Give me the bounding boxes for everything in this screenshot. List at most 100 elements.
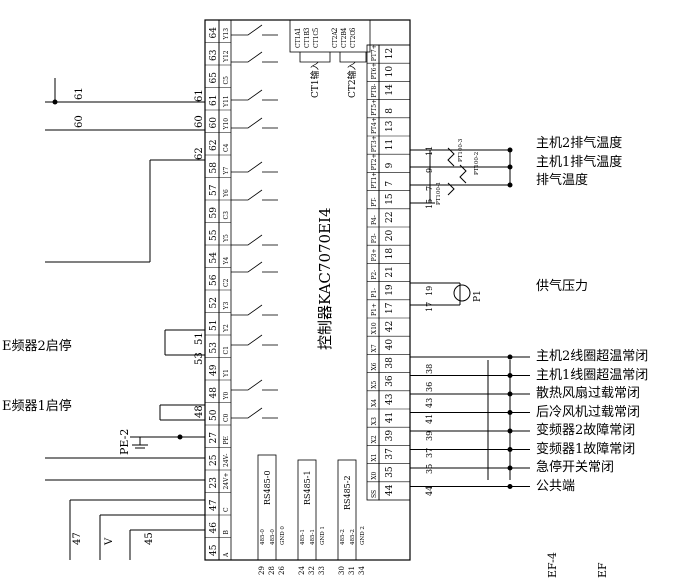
ct1-pin: CT1B	[304, 31, 311, 48]
bottom-terminal-signal: 485-2	[350, 529, 356, 545]
far-right-terminal-number: 17	[425, 302, 434, 312]
right-terminal-number: 35	[385, 466, 395, 478]
right-terminal-signal: X0	[371, 472, 378, 480]
left-terminal-number: 46	[209, 522, 219, 534]
bottom-terminal-signal: GND 2	[360, 526, 366, 545]
left-terminal-number: 58	[209, 162, 219, 174]
right-terminal-number: 15	[385, 193, 395, 205]
ptc-label: PT100-3	[458, 138, 464, 162]
ct2-pin: CT2C	[350, 31, 357, 48]
left-terminal-number: 63	[209, 49, 219, 61]
alarm-label: 散热风扇过载常闭	[536, 386, 641, 401]
right-terminal-signal: X5	[371, 381, 378, 389]
left-terminal-number: 47	[209, 499, 219, 511]
relay-contact	[231, 234, 263, 246]
bottom-terminal-signal: 485-0	[270, 529, 276, 545]
right-terminal-number: 21	[385, 266, 395, 277]
rs485-1-label: RS485-1	[303, 470, 312, 505]
left-terminal-number: 45	[209, 544, 219, 556]
bottom-terminal-number: 30	[338, 566, 346, 575]
right-terminal-number: 13	[385, 120, 395, 132]
right-terminal-number: 22	[385, 212, 395, 223]
left-terminal-number: 55	[209, 229, 219, 241]
left-terminal-number: 25	[209, 454, 219, 466]
alarm-label: 主机1线圈超温常闭	[536, 367, 649, 383]
right-terminal-signal: P2-	[371, 270, 378, 280]
wire-label-v: V	[104, 537, 115, 546]
right-terminal-number: 11	[385, 139, 395, 150]
left-terminal-number: 50	[209, 409, 219, 421]
junction-dot	[507, 147, 513, 153]
right-terminal-number: 44	[385, 484, 395, 496]
relay-contact	[231, 261, 263, 273]
junction-dot	[507, 410, 513, 415]
right-terminal-signal: X10	[371, 322, 378, 334]
right-terminal-number: 7	[385, 181, 395, 187]
left-terminal-signal: 24V+	[223, 473, 230, 490]
left-terminal-signal: Y5	[223, 234, 230, 243]
left-terminal-signal: 24V-	[223, 454, 230, 467]
left-terminal-number: 65	[209, 72, 219, 84]
ct2-pin-number: 2	[331, 28, 339, 32]
far-right-terminal-number: 11	[425, 146, 434, 156]
left-terminal-number: 60	[209, 117, 219, 129]
right-terminals-group: PT7+12PT6+10PT8-14PT5+8PT4+13PT3+11PT2+9…	[367, 44, 410, 498]
right-terminal-number: 41	[385, 412, 395, 423]
ct2-pin-number: 4	[340, 27, 348, 32]
junction-dot	[507, 484, 513, 489]
vfd2-start-stop-label: E频器2启停	[2, 339, 72, 354]
wire-label-45: 45	[144, 532, 155, 545]
relay-contact	[231, 117, 263, 129]
pressure-sensor-symbol	[453, 284, 471, 302]
right-terminal-signal: PT2+	[371, 154, 378, 171]
left-terminal-number: 23	[209, 477, 219, 489]
left-terminal-number: 59	[209, 207, 219, 219]
far-right-terminal-number: 37	[425, 448, 434, 458]
right-terminal-signal: PT1+	[371, 172, 378, 189]
right-terminal-number: 9	[385, 162, 395, 168]
right-terminal-number: 12	[385, 48, 395, 59]
exhaust-temp-host1: 主机1排气温度	[536, 155, 623, 170]
left-terminal-number: 52	[209, 297, 219, 308]
right-terminal-signal: X4	[371, 399, 378, 407]
left-terminal-signal: C5	[223, 76, 230, 85]
left-terminal-number: 57	[209, 184, 219, 196]
junction-dot	[507, 428, 513, 434]
right-terminal-signal: P3-	[371, 233, 378, 243]
alarm-label: 后冷风机过载常闭	[536, 404, 641, 420]
bottom-terminal-number: 33	[318, 566, 326, 575]
right-terminal-signal: PT8-	[371, 84, 378, 98]
bottom-terminal-number: 24	[298, 566, 306, 575]
relay-contact	[231, 334, 263, 346]
alarm-label: 急停开关常闭	[536, 460, 615, 475]
relay-contact	[231, 24, 263, 36]
left-wiring	[45, 78, 205, 560]
right-terminal-number: 20	[385, 229, 395, 241]
left-terminal-signal: Y10	[223, 118, 230, 131]
bottom-terminal-signal: 485-1	[300, 529, 306, 545]
relay-contact	[231, 89, 263, 101]
right-terminal-number: 8	[385, 108, 395, 114]
left-terminal-signal: B	[223, 530, 230, 535]
right-terminal-signal: X1	[371, 454, 378, 462]
bottom-terminal-number: 28	[268, 566, 276, 575]
right-terminal-signal: X2	[371, 435, 378, 443]
left-terminal-signal: PE	[223, 436, 230, 444]
left-terminal-signal: Y13	[223, 28, 230, 41]
left-terminal-number: 54	[209, 252, 219, 264]
left-terminal-signal: Y3	[223, 302, 230, 311]
right-terminal-number: 39	[385, 430, 395, 442]
bottom-terminal-signal: GND 0	[280, 526, 286, 545]
right-terminal-number: 38	[385, 357, 395, 369]
controller-name: 控制器KAC7070EI4	[316, 207, 334, 350]
alarm-label: 变频器2故障常闭	[536, 423, 636, 438]
left-terminal-signal: Y4	[223, 257, 230, 266]
ct1-pin-number: 5	[312, 28, 320, 32]
exhaust-temp-host2: 主机2排气温度	[536, 136, 623, 151]
right-terminal-signal: PT5+	[371, 99, 378, 116]
left-terminal-number: 56	[209, 274, 219, 286]
junction-dot	[507, 182, 513, 188]
